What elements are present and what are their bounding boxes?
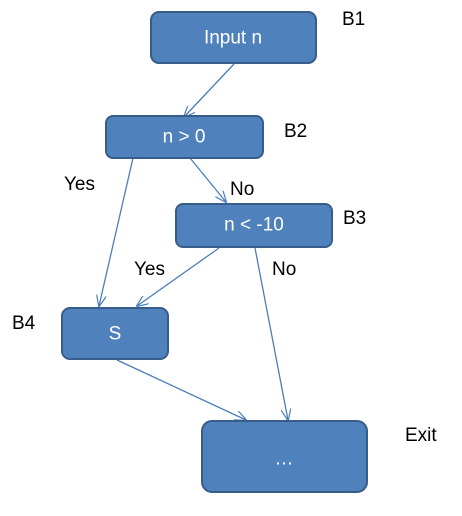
node-b4-box <box>61 307 169 360</box>
node-exit-box <box>201 420 368 493</box>
node-exit: … <box>201 420 368 493</box>
label-b4: B4 <box>12 313 36 334</box>
edge-b2-to-b3 <box>189 157 226 202</box>
node-b3: n < -10 <box>175 203 333 248</box>
edge-b1-to-b2 <box>184 63 235 117</box>
edge-b3-to-exit <box>254 247 288 420</box>
node-b1-text: Input n <box>204 28 262 49</box>
label-b2: B2 <box>284 121 307 142</box>
label-b1: B1 <box>342 9 365 30</box>
edge-label-b2-no: No <box>230 179 254 200</box>
label-exit: Exit <box>405 425 437 446</box>
edge-label-b2-yes: Yes <box>64 174 95 195</box>
edge-label-b3-no: No <box>272 259 296 280</box>
edges <box>99 63 288 420</box>
node-exit-text: … <box>275 449 294 470</box>
edge-b2-to-b4 <box>99 157 134 306</box>
node-b2-box <box>105 115 264 159</box>
node-b2: n > 0 <box>105 115 264 159</box>
edge-labels: Yes No Yes No <box>64 174 296 280</box>
node-b3-box <box>175 203 333 248</box>
node-b1-box <box>150 11 317 64</box>
node-b4-text: S <box>109 324 122 345</box>
label-b3: B3 <box>343 208 366 229</box>
block-labels: B1 B2 B3 B4 Exit <box>12 9 437 446</box>
node-b2-text: n > 0 <box>163 127 206 148</box>
edge-b3-to-b4 <box>137 247 220 306</box>
node-b4: S <box>61 307 169 360</box>
node-b3-text: n < -10 <box>224 215 284 236</box>
edge-b4-to-exit <box>116 359 246 420</box>
edge-label-b3-yes: Yes <box>134 259 165 280</box>
node-b1: Input n <box>150 11 317 64</box>
